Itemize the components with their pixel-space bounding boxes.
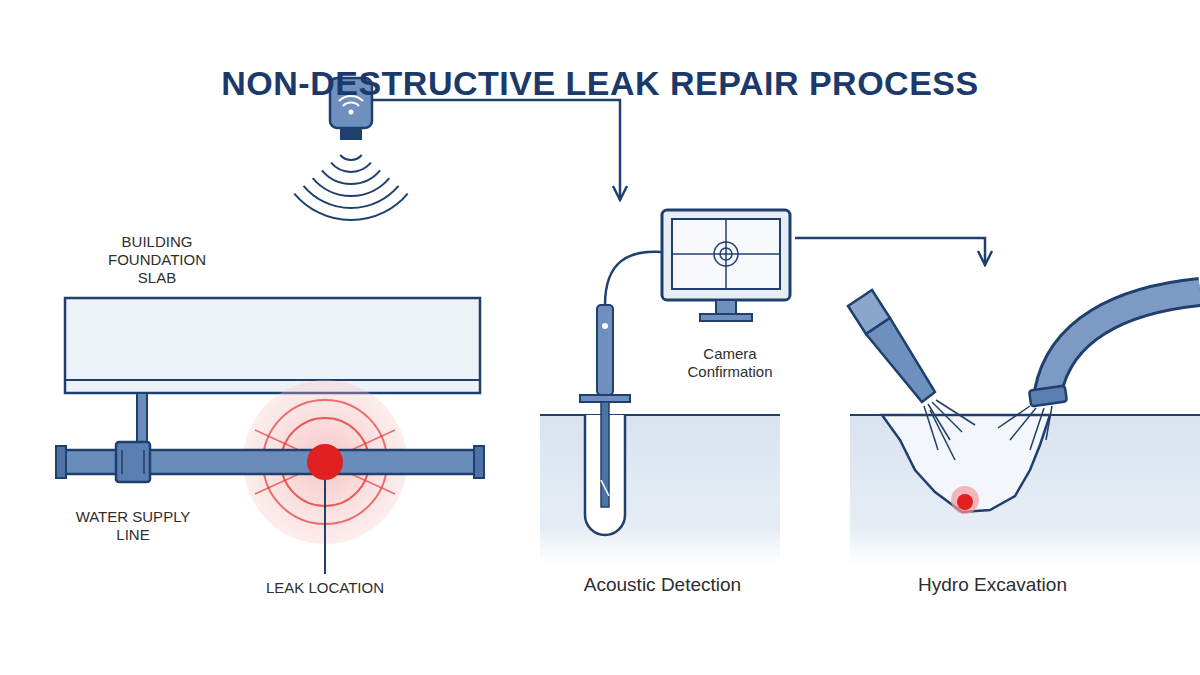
excavation-panel: Hydro Excavation [820, 265, 1169, 605]
camera-probe [602, 323, 608, 329]
camera-probe [580, 252, 662, 507]
node-label: Acoustic Detection [530, 574, 795, 597]
camera-monitor [716, 300, 736, 314]
vacuum-hose [1048, 292, 1200, 392]
vacuum-hose [1010, 408, 1036, 440]
sound-wave [294, 194, 407, 220]
ground-section [540, 414, 780, 416]
camera-probe [601, 402, 609, 507]
water-pipe [56, 393, 484, 482]
ground-section [540, 415, 780, 565]
excavation-site [850, 415, 1200, 565]
foundation-slab [65, 298, 480, 393]
excavation-site [882, 415, 1050, 512]
camera-monitor [672, 219, 780, 289]
camera-monitor [700, 314, 752, 321]
acoustic-sensor [343, 103, 359, 106]
flow-arrow [486, 100, 620, 200]
vacuum-hose [998, 292, 1200, 450]
water-pipe [116, 442, 150, 482]
camera-monitor [672, 253, 780, 255]
node-label: BUILDING FOUNDATION SLAB [98, 233, 216, 287]
acoustic-sensor [340, 128, 362, 140]
water-pipe [121, 450, 123, 474]
camera-monitor [662, 210, 790, 321]
acoustic-sensor [349, 110, 354, 115]
leak-point [307, 444, 343, 480]
sound-wave [313, 178, 390, 196]
part-label: WATER SUPPLY LINE [58, 508, 208, 544]
camera-monitor [720, 248, 732, 260]
camera-monitor-box: Camera Confirmation [660, 205, 795, 385]
node-label: Camera Confirmation [680, 345, 780, 381]
leader-line [324, 480, 326, 574]
spray-wand [936, 400, 975, 425]
sound-wave [340, 155, 361, 160]
vacuum-hose [1048, 292, 1200, 392]
vacuum-hose [1046, 406, 1052, 440]
spray-wand [848, 290, 975, 460]
excavation-site [957, 494, 973, 510]
water-pipe [143, 450, 145, 474]
vacuum-hose [1029, 386, 1067, 407]
sound-wave [322, 170, 380, 184]
excavation-site [951, 486, 979, 514]
spray-wand [930, 410, 955, 460]
sound-wave [331, 163, 371, 172]
foundation-slab [65, 379, 480, 381]
excavation-site [850, 415, 1200, 565]
water-pipe [474, 446, 484, 478]
sound-waves [294, 155, 407, 220]
camera-probe [597, 305, 613, 395]
diagram-title: NON-DESTRUCTIVE LEAK REPAIR PROCESS [0, 64, 1200, 103]
water-pipe [56, 446, 66, 478]
sound-wave [304, 186, 399, 208]
node-label: Hydro Excavation [820, 574, 1165, 597]
acoustic-panel: Camera ConfirmationAcoustic Detection [530, 200, 799, 605]
camera-probe [605, 252, 662, 305]
camera-probe [580, 395, 630, 402]
ground-section [540, 415, 780, 565]
foundation-slab [65, 298, 480, 393]
callout-label: LEAK LOCATION [230, 579, 420, 597]
camera-monitor [662, 210, 790, 300]
vacuum-hose [1030, 408, 1044, 450]
camera-probe [601, 480, 609, 496]
flow-arrow [795, 238, 985, 265]
spray-wand [924, 400, 975, 460]
vacuum-hose [998, 406, 1052, 450]
spray-wand [866, 318, 935, 402]
camera-monitor [714, 242, 738, 266]
vacuum-hose [998, 406, 1030, 428]
slab-region: BUILDING FOUNDATION SLAB [60, 75, 486, 400]
